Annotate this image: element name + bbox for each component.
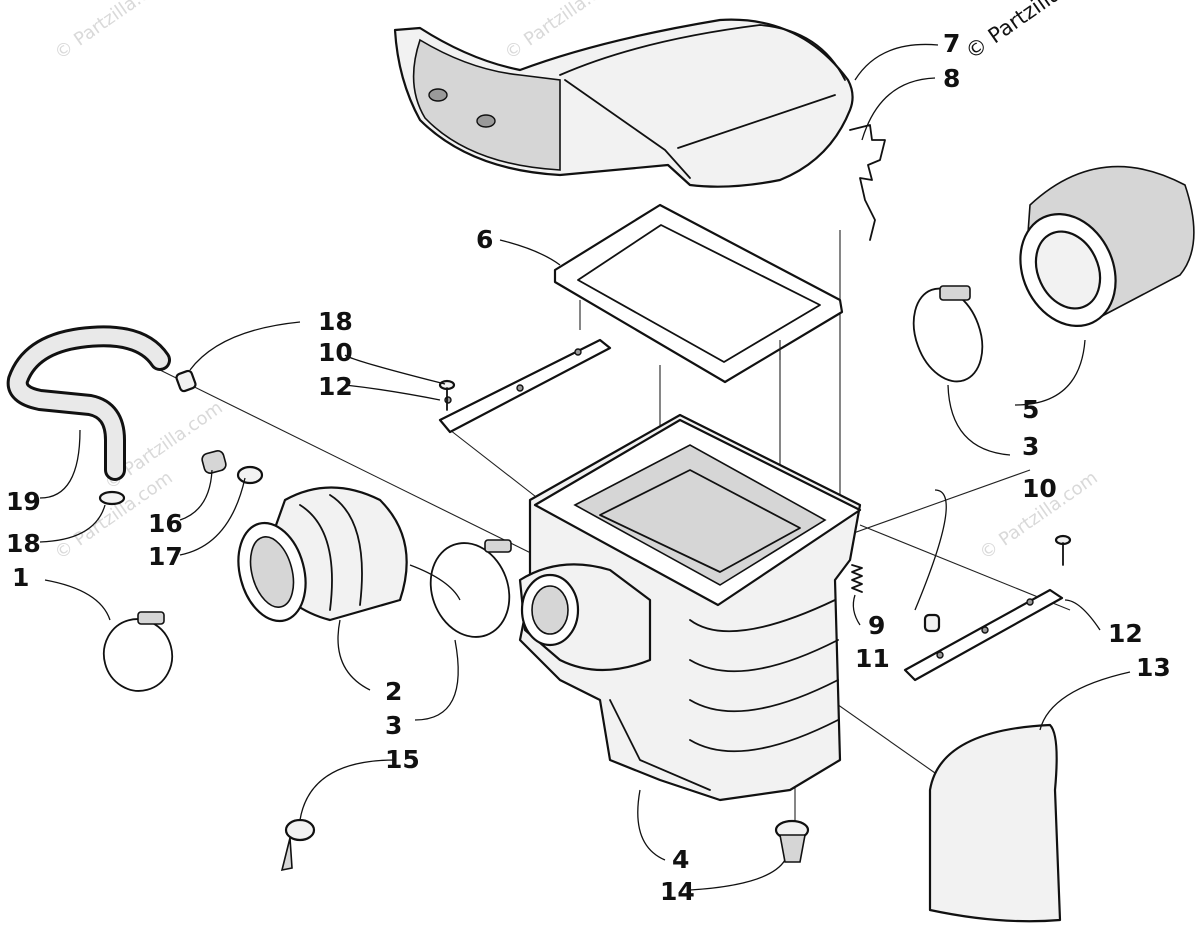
callout-6: 6 — [476, 225, 493, 254]
callout-10-right: 10 — [1022, 474, 1057, 503]
callout-16: 16 — [148, 509, 183, 538]
intake-boot — [237, 486, 408, 623]
hose-fittings — [98, 369, 264, 506]
callout-15: 15 — [385, 745, 420, 774]
filter-clamp — [912, 285, 984, 383]
callout-3-right: 3 — [1022, 432, 1039, 461]
airbox-cover — [393, 18, 854, 188]
mounting-strap-lower — [903, 588, 1064, 682]
mounting-strap-upper — [438, 338, 612, 434]
leader-lines — [39, 43, 1131, 891]
callouts: 1 2 3 3 4 5 6 7 8 9 10 10 11 12 12 13 14… — [6, 29, 1171, 906]
callout-2: 2 — [385, 677, 402, 706]
callout-12-right: 12 — [1108, 619, 1143, 648]
airbox-gasket — [553, 203, 844, 384]
watermark-1: © Partzilla.com — [51, 0, 177, 64]
callout-11: 11 — [855, 644, 890, 673]
callout-9: 9 — [868, 611, 885, 640]
callout-13: 13 — [1136, 653, 1171, 682]
callout-14: 14 — [660, 877, 695, 906]
retaining-clip — [849, 124, 886, 241]
inlet-clamp — [429, 539, 512, 638]
callout-12-left: 12 — [318, 372, 353, 401]
airbox-housing — [518, 413, 862, 802]
push-rivet — [280, 818, 316, 872]
drain-valve — [774, 819, 810, 863]
callout-18-left: 18 — [6, 529, 41, 558]
callout-17: 17 — [148, 542, 183, 571]
callout-3-left: 3 — [385, 711, 402, 740]
callout-1: 1 — [12, 563, 29, 592]
watermark-corner: © Partzilla — [961, 0, 1065, 64]
callout-5: 5 — [1022, 395, 1039, 424]
air-filter — [1019, 165, 1195, 328]
boot-clamp — [102, 611, 174, 692]
callout-7: 7 — [943, 29, 960, 58]
callout-18-top: 18 — [318, 307, 353, 336]
callout-8: 8 — [943, 64, 960, 93]
access-cover — [928, 723, 1062, 923]
callout-19: 19 — [6, 487, 41, 516]
breather-hose — [6, 325, 171, 481]
callout-4: 4 — [672, 845, 689, 874]
callout-10-left: 10 — [318, 338, 353, 367]
